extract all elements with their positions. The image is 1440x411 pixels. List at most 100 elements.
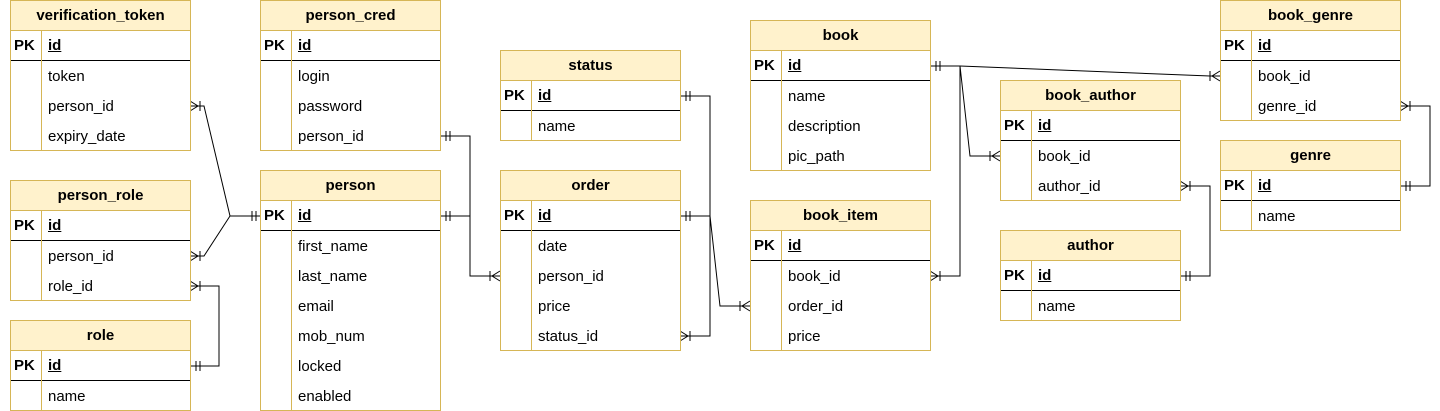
field-name: name — [1038, 297, 1076, 315]
field-row: status_id — [501, 321, 680, 351]
many-mark — [189, 250, 201, 262]
field-row: token — [11, 61, 190, 91]
pk-field-name: id — [48, 357, 62, 374]
edge-person-role-role — [190, 285, 220, 367]
key-column-divider — [41, 211, 42, 300]
field-name: book_id — [788, 267, 841, 285]
edge-book-book-author — [959, 65, 1000, 157]
pk-label: PK — [1004, 117, 1025, 134]
pk-label: PK — [14, 357, 35, 374]
field-name: name — [48, 387, 86, 405]
one-mark — [685, 211, 691, 221]
entity-title: author — [1001, 231, 1180, 261]
field-row: person_id — [501, 261, 680, 291]
field-name: email — [298, 297, 334, 315]
field-row: expiry_date — [11, 121, 190, 151]
field-row: login — [261, 61, 440, 91]
many-mark — [1399, 100, 1411, 112]
field-name: book_id — [1038, 147, 1091, 165]
key-column-divider — [1251, 31, 1252, 120]
field-row: genre_id — [1221, 91, 1400, 121]
one-mark — [445, 131, 451, 141]
field-row: last_name — [261, 261, 440, 291]
edge-order-book-item — [680, 215, 750, 307]
primary-key-row: PK id — [261, 31, 440, 61]
pk-label: PK — [264, 207, 285, 224]
many-mark — [679, 330, 691, 342]
edge-person-cred-person — [440, 135, 471, 217]
entity-title: status — [501, 51, 680, 81]
pk-label: PK — [754, 57, 775, 74]
pk-field-name: id — [538, 207, 552, 224]
pk-label: PK — [1224, 177, 1245, 194]
edge-status-order — [680, 95, 711, 337]
entity-title: book_genre — [1221, 1, 1400, 31]
key-column-divider — [291, 201, 292, 410]
edge-book-book-genre — [959, 65, 1220, 77]
key-column-divider — [531, 81, 532, 140]
pk-label: PK — [1004, 267, 1025, 284]
field-name: price — [788, 327, 821, 345]
field-row: name — [501, 111, 680, 141]
many-mark — [489, 270, 501, 282]
primary-key-row: PK id — [1001, 111, 1180, 141]
entity-title: verification_token — [11, 1, 190, 31]
entity-title: role — [11, 321, 190, 351]
entity-title: genre — [1221, 141, 1400, 171]
pk-label: PK — [504, 207, 525, 224]
field-name: person_id — [538, 267, 604, 285]
field-row: book_id — [751, 261, 930, 291]
field-row: name — [11, 381, 190, 411]
pk-field-name: id — [298, 37, 312, 54]
field-name: description — [788, 117, 861, 135]
key-column-divider — [1031, 111, 1032, 200]
pk-label: PK — [754, 237, 775, 254]
field-name: date — [538, 237, 568, 255]
primary-key-row: PK id — [751, 51, 930, 81]
field-row: name — [1001, 291, 1180, 321]
pk-field-name: id — [1038, 117, 1052, 134]
field-name: login — [298, 67, 330, 85]
field-row: person_id — [261, 121, 440, 151]
pk-label: PK — [504, 87, 525, 104]
field-row: person_id — [11, 91, 190, 121]
entity-title: person_cred — [261, 1, 440, 31]
pk-field-name: id — [788, 57, 802, 74]
key-column-divider — [291, 31, 292, 150]
entity-title: book — [751, 21, 930, 51]
field-name: author_id — [1038, 177, 1101, 195]
field-name: person_id — [48, 97, 114, 115]
edge-person-order — [440, 215, 500, 277]
one-mark — [1405, 181, 1411, 191]
one-mark — [195, 361, 201, 371]
field-row: book_id — [1001, 141, 1180, 171]
field-row: name — [751, 81, 930, 111]
field-row: book_id — [1221, 61, 1400, 91]
pk-field-name: id — [1038, 267, 1052, 284]
field-name: person_id — [48, 247, 114, 265]
one-mark — [251, 211, 257, 221]
pk-field-name: id — [48, 217, 62, 234]
field-row: mob_num — [261, 321, 440, 351]
pk-label: PK — [264, 37, 285, 54]
pk-field-name: id — [1258, 177, 1272, 194]
many-mark — [189, 280, 201, 292]
one-mark — [935, 61, 941, 71]
field-name: password — [298, 97, 363, 115]
key-column-divider — [41, 351, 42, 410]
